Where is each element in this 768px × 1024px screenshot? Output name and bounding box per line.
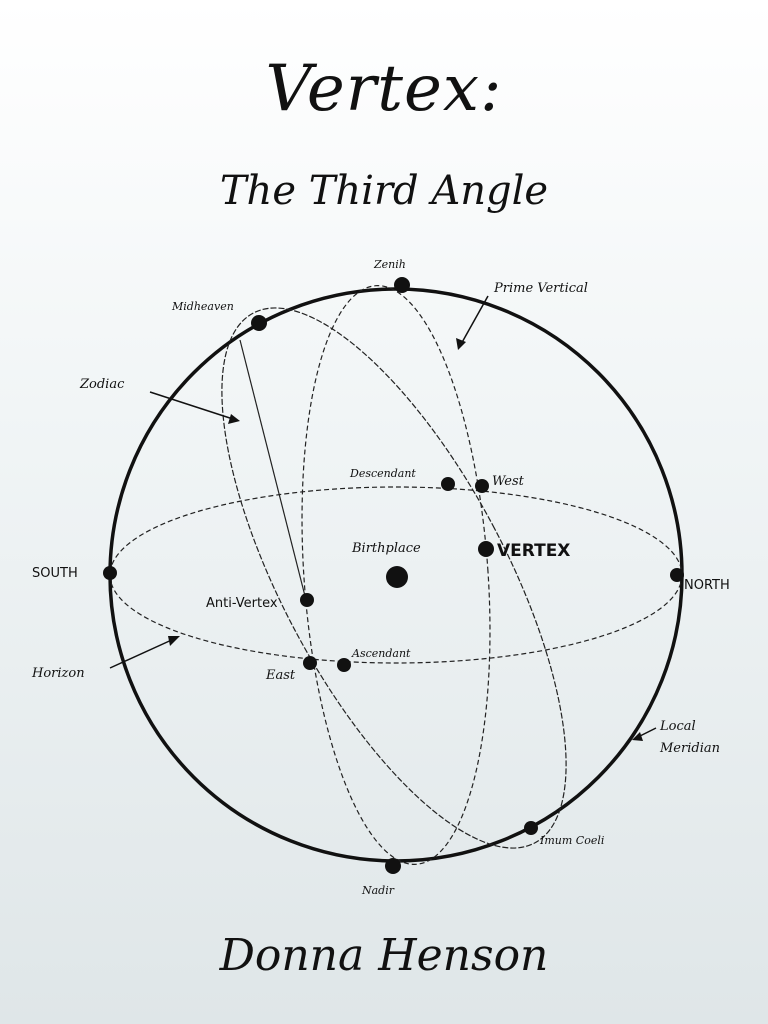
vertex-point bbox=[478, 541, 494, 557]
west-label: West bbox=[492, 474, 525, 489]
book-title: Vertex: bbox=[265, 52, 503, 126]
descendant-point bbox=[441, 477, 455, 491]
ascendant-point bbox=[337, 658, 351, 672]
prime-vertical-circle bbox=[301, 285, 491, 865]
midheaven-point bbox=[251, 315, 267, 331]
descendant-label: Descendant bbox=[349, 467, 416, 480]
local-meridian-arrowhead bbox=[632, 732, 643, 741]
vertex-label: VERTEX bbox=[497, 541, 570, 561]
local-meridian-label-line2: Meridian bbox=[659, 741, 720, 756]
birthplace-point bbox=[386, 566, 408, 588]
author-name: Donna Henson bbox=[219, 930, 549, 981]
zenith-point bbox=[394, 277, 410, 293]
anti-vertex-label: Anti-Vertex bbox=[206, 596, 278, 611]
prime-vertical-label: Prime Vertical bbox=[493, 281, 588, 296]
zodiac-arrowhead bbox=[228, 414, 240, 424]
zodiac-label: Zodiac bbox=[79, 377, 125, 392]
nadir-label: Nadir bbox=[361, 884, 395, 897]
ascendant-label: Ascendant bbox=[351, 647, 411, 660]
south-point bbox=[103, 566, 117, 580]
zenith-label: Zenih bbox=[373, 258, 406, 271]
book-subtitle: The Third Angle bbox=[219, 168, 549, 214]
nadir-point bbox=[385, 858, 401, 874]
east-point bbox=[303, 656, 317, 670]
imum-coeli-label: Imum Coeli bbox=[539, 834, 604, 847]
horizon-arrowhead bbox=[168, 636, 180, 646]
meridian-line bbox=[239, 339, 307, 601]
local-meridian-label-line1: Local bbox=[659, 719, 696, 734]
zodiac-pointer bbox=[149, 391, 237, 421]
west-point bbox=[475, 479, 489, 493]
imum-coeli-point bbox=[524, 821, 538, 835]
horizon-label: Horizon bbox=[31, 666, 85, 681]
anti-vertex-point bbox=[300, 593, 314, 607]
north-point bbox=[670, 568, 684, 582]
birthplace-label: Birthplace bbox=[351, 541, 421, 556]
prime-vertical-pointer bbox=[459, 295, 489, 347]
south-label: SOUTH bbox=[32, 566, 78, 581]
midheaven-label: Midheaven bbox=[171, 300, 234, 313]
zodiac-circle bbox=[221, 307, 567, 849]
east-label: East bbox=[265, 668, 296, 683]
prime-vertical-arrowhead bbox=[456, 338, 466, 350]
horizon-pointer bbox=[109, 637, 177, 669]
north-label: NORTH bbox=[684, 578, 730, 593]
